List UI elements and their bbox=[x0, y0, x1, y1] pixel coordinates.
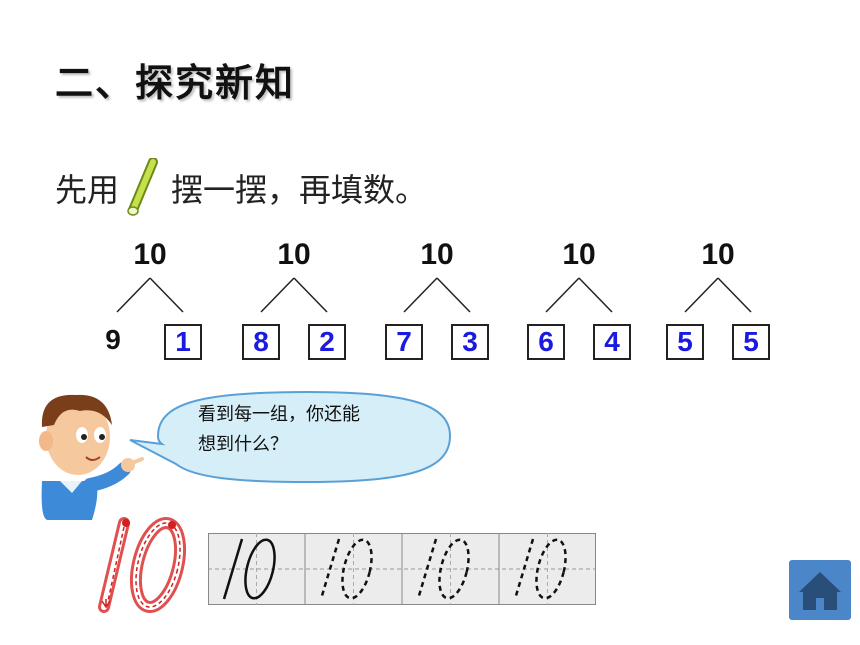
speech-bubble-text: 看到每一组，你还能 想到什么？ bbox=[198, 400, 428, 460]
answer-box-left[interactable]: 6 bbox=[527, 324, 565, 360]
page-title: 二、探究新知 bbox=[55, 61, 296, 105]
home-icon bbox=[799, 572, 841, 610]
boy-illustration bbox=[39, 394, 144, 520]
bond-total: 10 bbox=[133, 238, 167, 271]
bond-lines bbox=[403, 277, 471, 313]
instruction-before: 先用 bbox=[55, 171, 120, 209]
answer-box-right[interactable]: 5 bbox=[732, 324, 770, 360]
bond-lines bbox=[545, 277, 613, 313]
answer-box-right[interactable]: 3 bbox=[451, 324, 489, 360]
answer-box-right[interactable]: 2 bbox=[308, 324, 346, 360]
bond-total: 10 bbox=[562, 238, 596, 271]
instruction-line: 先用 摆一摆，再填数。 bbox=[55, 158, 427, 218]
instruction-after: 摆一摆，再填数。 bbox=[171, 171, 428, 209]
bond-total: 10 bbox=[277, 238, 311, 271]
bond-lines bbox=[260, 277, 328, 313]
digit-10-stroke-guide-icon bbox=[98, 516, 187, 614]
speech-line-1: 看到每一组，你还能 bbox=[198, 404, 360, 425]
answer-box-left[interactable]: 5 bbox=[666, 324, 704, 360]
answer-box-right[interactable]: 4 bbox=[593, 324, 631, 360]
handwriting-practice-grid bbox=[208, 533, 596, 605]
answer-box-left[interactable]: 8 bbox=[242, 324, 280, 360]
bond-total: 10 bbox=[420, 238, 454, 271]
bond-lines bbox=[684, 277, 752, 313]
speech-bubble bbox=[129, 390, 452, 484]
number-bond: 10 9 1 bbox=[100, 238, 202, 360]
answer-box-left[interactable]: 7 bbox=[385, 324, 423, 360]
bond-lines bbox=[116, 277, 184, 313]
home-button[interactable] bbox=[789, 560, 851, 620]
bond-total: 10 bbox=[701, 238, 735, 271]
speech-line-2: 想到什么？ bbox=[198, 434, 288, 455]
answer-box-right[interactable]: 1 bbox=[164, 324, 202, 360]
stick-icon bbox=[127, 158, 159, 216]
bond-part-left: 9 bbox=[105, 324, 121, 355]
